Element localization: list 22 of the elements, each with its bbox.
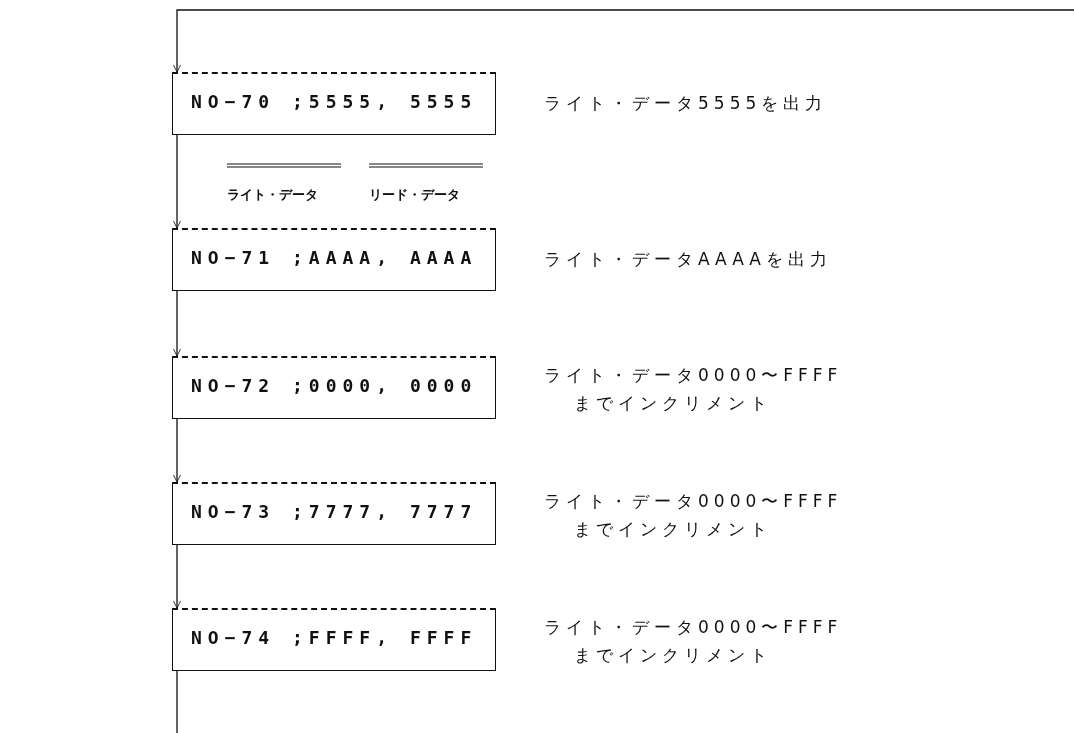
- step-code: NO−70 ;5555, 5555: [191, 91, 478, 112]
- step-description: ライト・データ5555を出力: [544, 92, 829, 115]
- flow-arrow: [173, 418, 181, 483]
- program-step-box: [172, 356, 496, 419]
- flow-arrow: [173, 134, 181, 229]
- flow-arrow: [173, 9, 1074, 73]
- step-code: NO−71 ;AAAA, AAAA: [191, 247, 478, 268]
- step-description: ライト・データAAAAを出力: [544, 248, 833, 271]
- step-description: ライト・データ0000〜FFFFまでインクリメント: [544, 616, 844, 667]
- step-description: ライト・データ0000〜FFFFまでインクリメント: [544, 364, 844, 415]
- step-description: ライト・データ0000〜FFFFまでインクリメント: [544, 490, 844, 541]
- step-code: NO−74 ;FFFF, FFFF: [191, 627, 478, 648]
- program-step-box: [172, 228, 496, 291]
- program-step-box: [172, 482, 496, 545]
- flow-arrow: [173, 544, 181, 609]
- column-label: リード・データ: [369, 186, 460, 204]
- program-step-box: [172, 608, 496, 671]
- column-label: ライト・データ: [227, 186, 318, 204]
- step-code: NO−73 ;7777, 7777: [191, 501, 478, 522]
- step-code: NO−72 ;0000, 0000: [191, 375, 478, 396]
- flow-arrow: [173, 290, 181, 357]
- program-step-box: [172, 72, 496, 135]
